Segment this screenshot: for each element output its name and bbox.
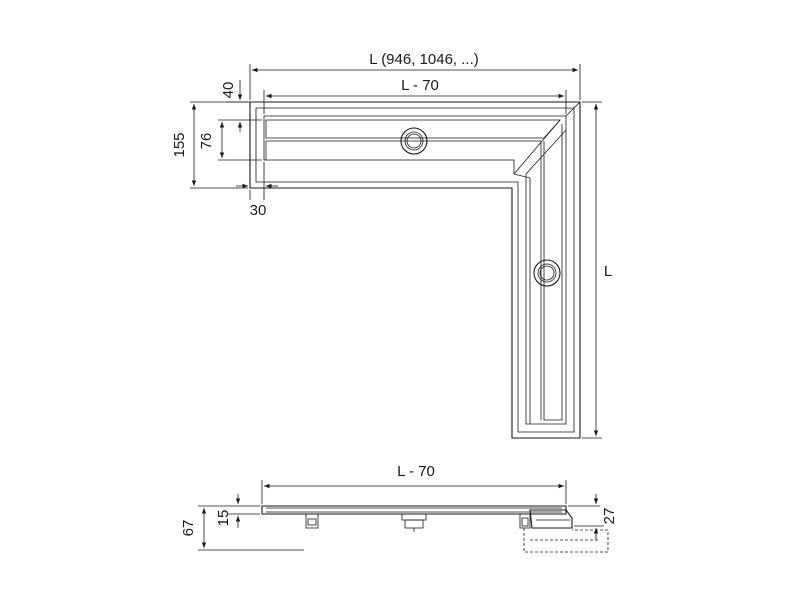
section-outlet: [529, 509, 573, 529]
dim-section-profile-height: 15: [215, 510, 232, 527]
plan-channel-vertical: [525, 116, 567, 425]
section-dimensions: L - 70 67 15 27: [180, 463, 618, 551]
dim-section-total-height: 67: [180, 520, 197, 537]
dim-section-right-height: 27: [601, 508, 618, 525]
dim-bottom-offset: 30: [250, 202, 267, 219]
dim-left-total: 155: [171, 132, 188, 157]
drain-outlet-vertical: [533, 259, 561, 287]
drain-outlet-horizontal: [400, 127, 428, 155]
plan-dimensions: L (946, 1046, ...) L - 70 155 76 40 30 L: [171, 51, 612, 439]
plan-channel-horizontal: [263, 115, 566, 174]
section-view: [261, 505, 609, 553]
dim-left-top-gap: 40: [220, 82, 237, 99]
dim-left-channel: 76: [198, 133, 215, 150]
plan-mitre-joint: [513, 101, 581, 175]
section-profile: [261, 505, 567, 515]
dim-top-overall: L (946, 1046, ...): [369, 51, 479, 68]
dim-right-length: L: [604, 263, 612, 280]
plan-outer-outline: [249, 101, 581, 439]
dim-section-length: L - 70: [397, 463, 435, 480]
dim-top-inner: L - 70: [401, 77, 439, 94]
plan-view: [249, 101, 581, 439]
